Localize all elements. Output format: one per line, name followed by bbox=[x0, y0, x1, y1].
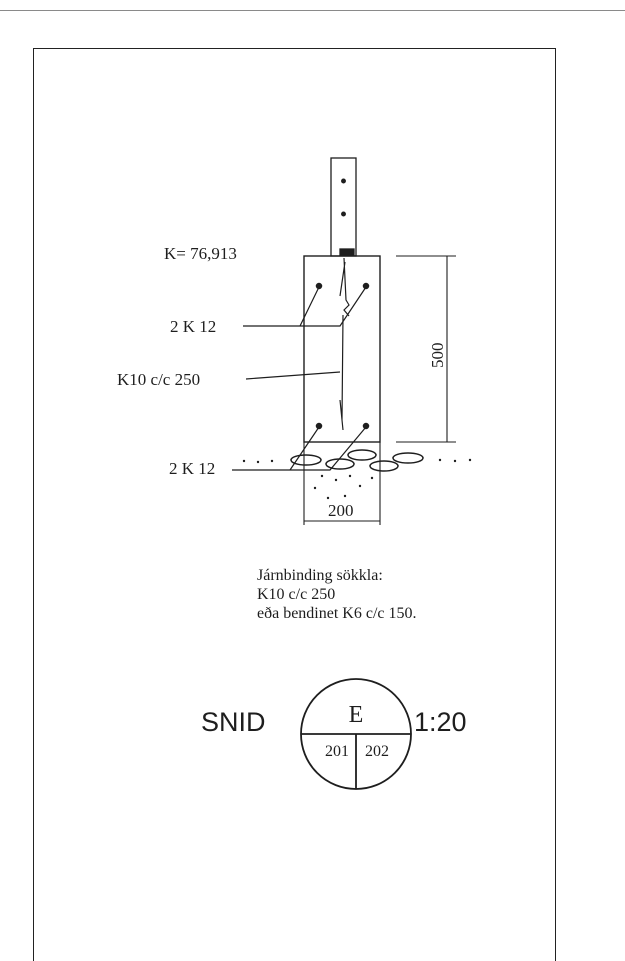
notes-line-1: Járnbinding sökkla: bbox=[257, 567, 383, 584]
leader-bottom-bars bbox=[232, 426, 367, 471]
dim-width-value: 200 bbox=[328, 501, 354, 520]
rebar-top-right bbox=[362, 282, 370, 290]
section-marker: E 201 202 bbox=[300, 678, 412, 790]
leader-top-bars bbox=[243, 286, 367, 327]
top-plate bbox=[339, 248, 355, 256]
section-scale: 1:20 bbox=[414, 707, 467, 737]
top-rule bbox=[0, 10, 625, 11]
rebar-bottom-right bbox=[362, 422, 370, 430]
drain-pipe-4 bbox=[369, 460, 399, 472]
section-letter: E bbox=[349, 702, 364, 728]
bottom-bars-label: 2 K 12 bbox=[169, 459, 215, 478]
drain-pipe-1 bbox=[290, 454, 322, 466]
bolt-hole-lower bbox=[341, 211, 346, 217]
stirrups-label: K10 c/c 250 bbox=[117, 370, 200, 389]
rebar-top-left bbox=[315, 282, 323, 290]
section-prefix: SNID bbox=[201, 707, 266, 737]
stirrup-bar bbox=[339, 257, 350, 431]
drawing-frame bbox=[33, 48, 556, 961]
notes-line-3: eða bendinet K6 c/c 150. bbox=[257, 605, 417, 622]
bolt-hole-upper bbox=[341, 178, 346, 184]
footing-outline bbox=[303, 255, 381, 443]
wall-stem bbox=[330, 157, 357, 257]
leader-stirrups bbox=[245, 371, 341, 380]
sheet-right: 202 bbox=[365, 743, 389, 760]
dim-height-value: 500 bbox=[428, 343, 447, 369]
drain-pipe-5 bbox=[392, 452, 424, 464]
drain-pipe-3 bbox=[347, 449, 377, 461]
rebar-bottom-left bbox=[315, 422, 323, 430]
notes-line-2: K10 c/c 250 bbox=[257, 586, 336, 603]
gravel-dots bbox=[242, 458, 472, 500]
elevation-label: K= 76,913 bbox=[164, 244, 237, 263]
reinforcement-notes: Járnbinding sökkla: K10 c/c 250 eða bend… bbox=[257, 566, 417, 623]
drain-pipe-2 bbox=[325, 458, 355, 470]
sheet-left: 201 bbox=[325, 743, 349, 760]
top-bars-label: 2 K 12 bbox=[170, 317, 216, 336]
